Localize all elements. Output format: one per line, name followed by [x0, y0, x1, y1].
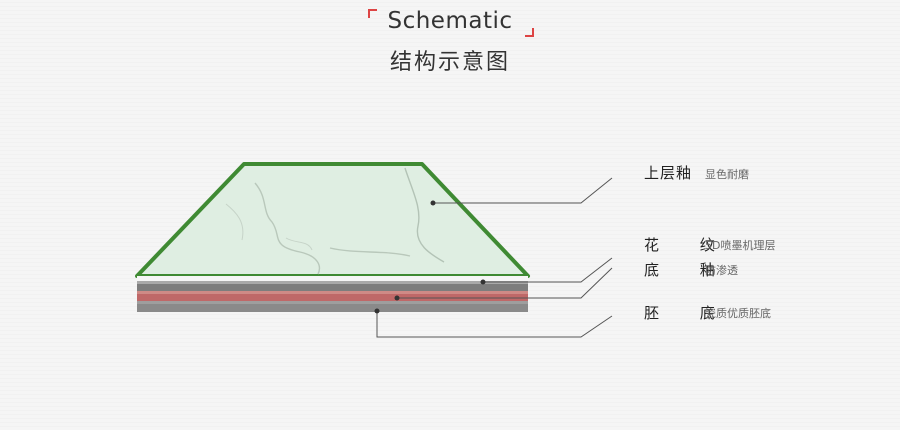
- layer-desc-top-glaze: 显色耐磨: [705, 168, 749, 181]
- layer-name-pattern: 花 纹: [644, 236, 733, 254]
- corner-bracket-bottom-right: [525, 28, 534, 37]
- layer-name-base-glaze: 底 釉: [644, 261, 733, 279]
- layer-name-body: 胚 底: [644, 304, 733, 322]
- title-english: Schematic: [387, 8, 513, 34]
- layer-desc-base-glaze: 防渗透: [705, 264, 738, 277]
- tile-base-layer: [137, 281, 528, 291]
- leader-dots: [374, 200, 486, 314]
- leader-lines: [376, 177, 613, 338]
- corner-bracket-top-left: [368, 9, 377, 18]
- body-layer: [137, 301, 528, 312]
- layer-desc-body: 瓷质优质胚底: [705, 307, 771, 320]
- header: Schematic 结构示意图: [0, 0, 900, 80]
- title-chinese: 结构示意图: [389, 50, 510, 75]
- tile-top-face: [135, 162, 530, 281]
- layer-name-top-glaze: 上层釉: [644, 164, 693, 182]
- layer-desc-pattern: 5D喷墨机理层: [705, 239, 776, 252]
- glaze-layer: [137, 291, 528, 301]
